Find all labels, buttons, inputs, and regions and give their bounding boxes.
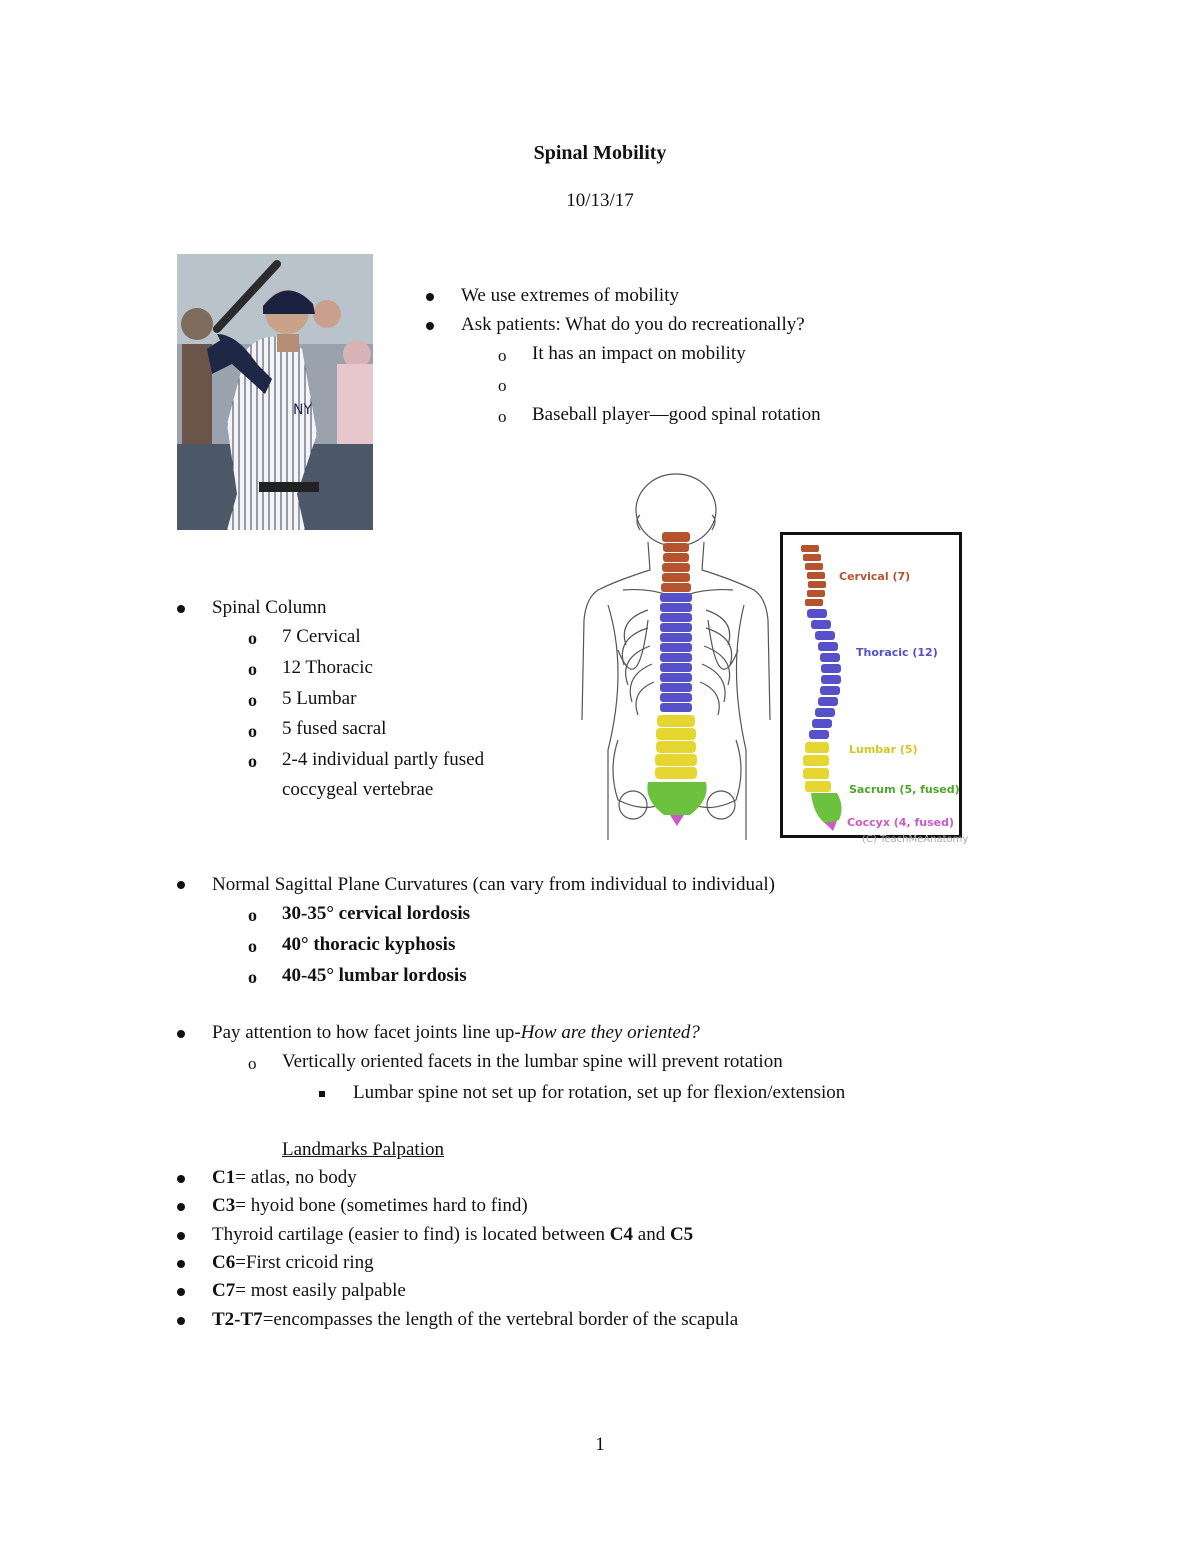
landmark-text: =First cricoid ring	[235, 1252, 374, 1273]
bullet-icon	[177, 1203, 185, 1211]
landmark-key: T2-T7	[212, 1309, 263, 1330]
landmark-text: =encompasses the length of the vertebral…	[262, 1309, 739, 1330]
landmark-item: T2-T7=encompasses the length of the vert…	[212, 1309, 738, 1331]
sub-bullet-marker: o	[248, 1054, 257, 1073]
landmark-text: and	[633, 1224, 670, 1245]
facets-subsub: Lumbar spine not set up for rotation, se…	[353, 1082, 846, 1103]
facets-sub: Vertically oriented facets in the lumbar…	[282, 1051, 783, 1072]
spinal-column-item: 5 Lumbar	[282, 688, 357, 709]
baseball-player-photo: NY	[177, 254, 373, 530]
facets-heading-text: Pay attention to how facet joints line u…	[212, 1022, 521, 1043]
landmark-item: C1= atlas, no body	[212, 1167, 357, 1189]
landmarks-heading: Landmarks Palpation	[282, 1139, 444, 1160]
sub-bullet-marker: o	[248, 751, 257, 771]
sub-bullet-marker: o	[248, 721, 257, 741]
spinal-column-item: 7 Cervical	[282, 626, 361, 647]
landmark-text: = hyoid bone (sometimes hard to find)	[235, 1195, 528, 1216]
sub-bullet-marker: o	[248, 967, 257, 987]
landmark-key: C1	[212, 1167, 236, 1188]
sub-bullet-marker: o	[248, 690, 257, 710]
spinal-column-heading: Spinal Column	[212, 597, 327, 618]
curvature-item: 40° thoracic kyphosis	[282, 934, 456, 955]
spinal-column-item: 2-4 individual partly fused	[282, 749, 485, 770]
bullet-icon	[426, 293, 434, 301]
bullet-icon	[177, 1030, 185, 1038]
page-title: Spinal Mobility	[533, 142, 667, 164]
cervical-label: Cervical (7)	[839, 570, 911, 583]
landmark-text: = most easily palpable	[235, 1280, 406, 1301]
spinal-column-item: 12 Thoracic	[282, 657, 373, 678]
landmark-key: C6	[212, 1252, 236, 1273]
landmark-text: Thyroid cartilage (easier to find) is lo…	[212, 1224, 610, 1245]
sub-bullet-marker: o	[498, 376, 507, 395]
page-date: 10/13/17	[566, 190, 634, 211]
landmark-key: C3	[212, 1195, 236, 1216]
landmark-key: C7	[212, 1280, 236, 1301]
curvature-item: 30-35° cervical lordosis	[282, 903, 471, 924]
landmark-key: C4	[609, 1224, 634, 1245]
bullet-icon	[177, 605, 185, 613]
sub-bullet-marker: o	[248, 659, 257, 679]
diagram-watermark: (C) TeachMeAnatomy	[862, 834, 969, 845]
svg-text:NY: NY	[293, 402, 312, 418]
sub-bullet-marker: o	[248, 936, 257, 956]
bullet-icon	[177, 1232, 185, 1240]
curvatures-heading: Normal Sagittal Plane Curvatures (can va…	[212, 874, 776, 895]
bullet-icon	[177, 1175, 185, 1183]
intro-bullet-2: Ask patients: What do you do recreationa…	[461, 314, 805, 335]
landmark-text: = atlas, no body	[235, 1167, 357, 1188]
intro-sub-1: It has an impact on mobility	[532, 343, 746, 364]
landmark-item: Thyroid cartilage (easier to find) is lo…	[212, 1224, 693, 1246]
bullet-icon	[426, 322, 434, 330]
intro-sub-3: Baseball player—good spinal rotation	[532, 404, 821, 425]
facets-heading: Pay attention to how facet joints line u…	[212, 1022, 700, 1044]
sub-bullet-marker: o	[498, 407, 507, 426]
spinal-column-item: 5 fused sacral	[282, 718, 387, 739]
landmark-item: C3= hyoid bone (sometimes hard to find)	[212, 1195, 528, 1217]
landmark-item: C6=First cricoid ring	[212, 1252, 374, 1274]
spinal-column-item-cont: coccygeal vertebrae	[282, 779, 434, 800]
sub-bullet-marker: o	[248, 628, 257, 648]
bullet-icon	[177, 1260, 185, 1268]
bullet-icon	[177, 881, 185, 889]
intro-bullet-1: We use extremes of mobility	[461, 285, 679, 306]
thoracic-label: Thoracic (12)	[856, 646, 938, 659]
sacrum-label: Sacrum (5, fused)	[849, 783, 960, 796]
landmark-key: C5	[669, 1224, 694, 1245]
sub-bullet-marker: o	[248, 905, 257, 925]
landmark-item: C7= most easily palpable	[212, 1280, 406, 1302]
facets-heading-question: How are they oriented?	[520, 1022, 700, 1043]
bullet-icon	[177, 1317, 185, 1325]
spine-posterior-diagram	[578, 470, 778, 845]
curvature-item: 40-45° lumbar lordosis	[282, 965, 467, 986]
sub-bullet-marker: o	[498, 346, 507, 365]
page-number: 1	[595, 1434, 605, 1455]
bullet-icon	[177, 1288, 185, 1296]
spine-lateral-diagram: Cervical (7) Thoracic (12) Lumbar (5) Sa…	[780, 532, 962, 838]
square-bullet-icon	[319, 1091, 325, 1097]
coccyx-label: Coccyx (4, fused)	[847, 816, 954, 829]
lumbar-label: Lumbar (5)	[849, 743, 918, 756]
